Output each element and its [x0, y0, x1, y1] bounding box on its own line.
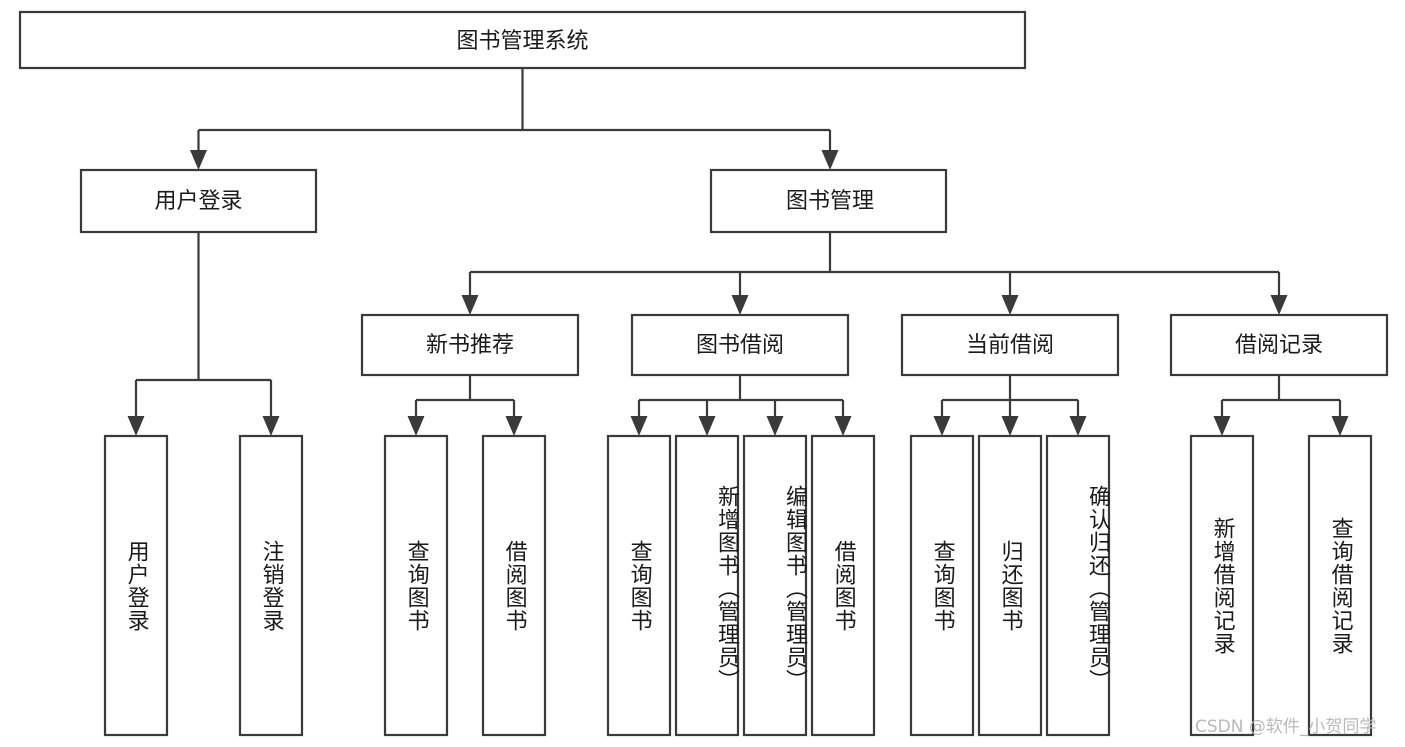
connector-currentborrow-to-leaves	[940, 375, 1080, 416]
arrowhead-icon-newbook	[461, 295, 479, 315]
node-box-leaf-add-book[interactable]	[674, 434, 740, 737]
connector-bookmanage-to-level2	[468, 232, 1281, 295]
node-box-leaf-query-book-3[interactable]	[909, 434, 975, 737]
node-label-new-book-rec: 新书推荐	[426, 333, 514, 358]
node-box-leaf-borrow-book-2[interactable]	[810, 434, 876, 737]
node-box-new-book-rec[interactable]	[360, 313, 580, 377]
node-box-user-login[interactable]	[79, 168, 318, 234]
connector-borrowrecord-to-leaves	[1220, 375, 1342, 416]
arrowhead-icon-leaf-10	[1001, 416, 1019, 436]
arrowhead-icon-leaf-5	[630, 416, 648, 436]
connector-newbook-to-leaves	[414, 375, 516, 416]
node-box-leaf-query-record[interactable]	[1307, 434, 1373, 737]
horizontal-label-group: 图书管理系统 用户登录 图书管理 新书推荐 图书借阅 当前借阅 借阅记录	[154, 29, 1323, 358]
node-box-leaf-user-logout[interactable]	[238, 434, 304, 737]
arrowhead-icon-leaf-13	[1331, 416, 1349, 436]
node-label-borrow-record: 借阅记录	[1235, 333, 1323, 358]
node-box-leaf-query-book-2[interactable]	[606, 434, 672, 737]
node-box-current-borrow[interactable]	[900, 313, 1120, 377]
arrowhead-icon-leaf-11	[1069, 416, 1087, 436]
node-box-group	[18, 10, 1389, 737]
connector-userlogin-to-leaves	[134, 232, 273, 416]
node-box-leaf-query-book-1[interactable]	[383, 434, 449, 737]
node-label-root: 图书管理系统	[456, 29, 588, 54]
arrowhead-icon-leaf-7	[766, 416, 784, 436]
node-box-leaf-borrow-book-1[interactable]	[481, 434, 547, 737]
arrowhead-icon-leaf-3	[407, 416, 425, 436]
node-label-current-borrow: 当前借阅	[966, 333, 1054, 358]
connector-bookborrow-to-leaves	[637, 375, 845, 416]
arrowhead-icon-bookborrow	[731, 295, 749, 315]
arrowhead-icon-leaf-9	[933, 416, 951, 436]
arrowhead-icon-leaf-6	[698, 416, 716, 436]
node-box-leaf-add-record[interactable]	[1189, 434, 1255, 737]
arrowhead-icon-borrowrecord	[1270, 295, 1288, 315]
arrowhead-icon-leaf-8	[834, 416, 852, 436]
arrowhead-icon-leaf-2	[262, 416, 280, 436]
node-box-leaf-confirm-return[interactable]	[1045, 434, 1111, 737]
arrowhead-icon-leaf-12	[1213, 416, 1231, 436]
arrowhead-icon-currentborrow	[1001, 295, 1019, 315]
node-box-leaf-edit-book[interactable]	[742, 434, 808, 737]
node-box-book-manage[interactable]	[709, 168, 948, 234]
arrowhead-icon-leaf-1	[127, 416, 145, 436]
node-label-book-borrow: 图书借阅	[696, 333, 784, 358]
csdn-watermark: CSDN @软件_小贺同学	[1195, 717, 1377, 737]
connector-group	[134, 68, 1342, 416]
node-label-user-login: 用户登录	[154, 189, 242, 214]
arrowhead-icon-leaf-4	[505, 416, 523, 436]
node-box-leaf-return-book[interactable]	[977, 434, 1043, 737]
node-box-leaf-user-login[interactable]	[103, 434, 169, 737]
arrowhead-group	[127, 150, 1349, 436]
connector-root-to-level1	[197, 68, 832, 150]
node-box-root[interactable]	[18, 10, 1027, 70]
node-box-book-borrow[interactable]	[630, 313, 850, 377]
arrowhead-icon-book-manage	[821, 150, 839, 170]
arrowhead-icon-user-login	[190, 150, 207, 170]
node-label-book-manage: 图书管理	[786, 189, 874, 214]
node-box-borrow-record[interactable]	[1169, 313, 1389, 377]
